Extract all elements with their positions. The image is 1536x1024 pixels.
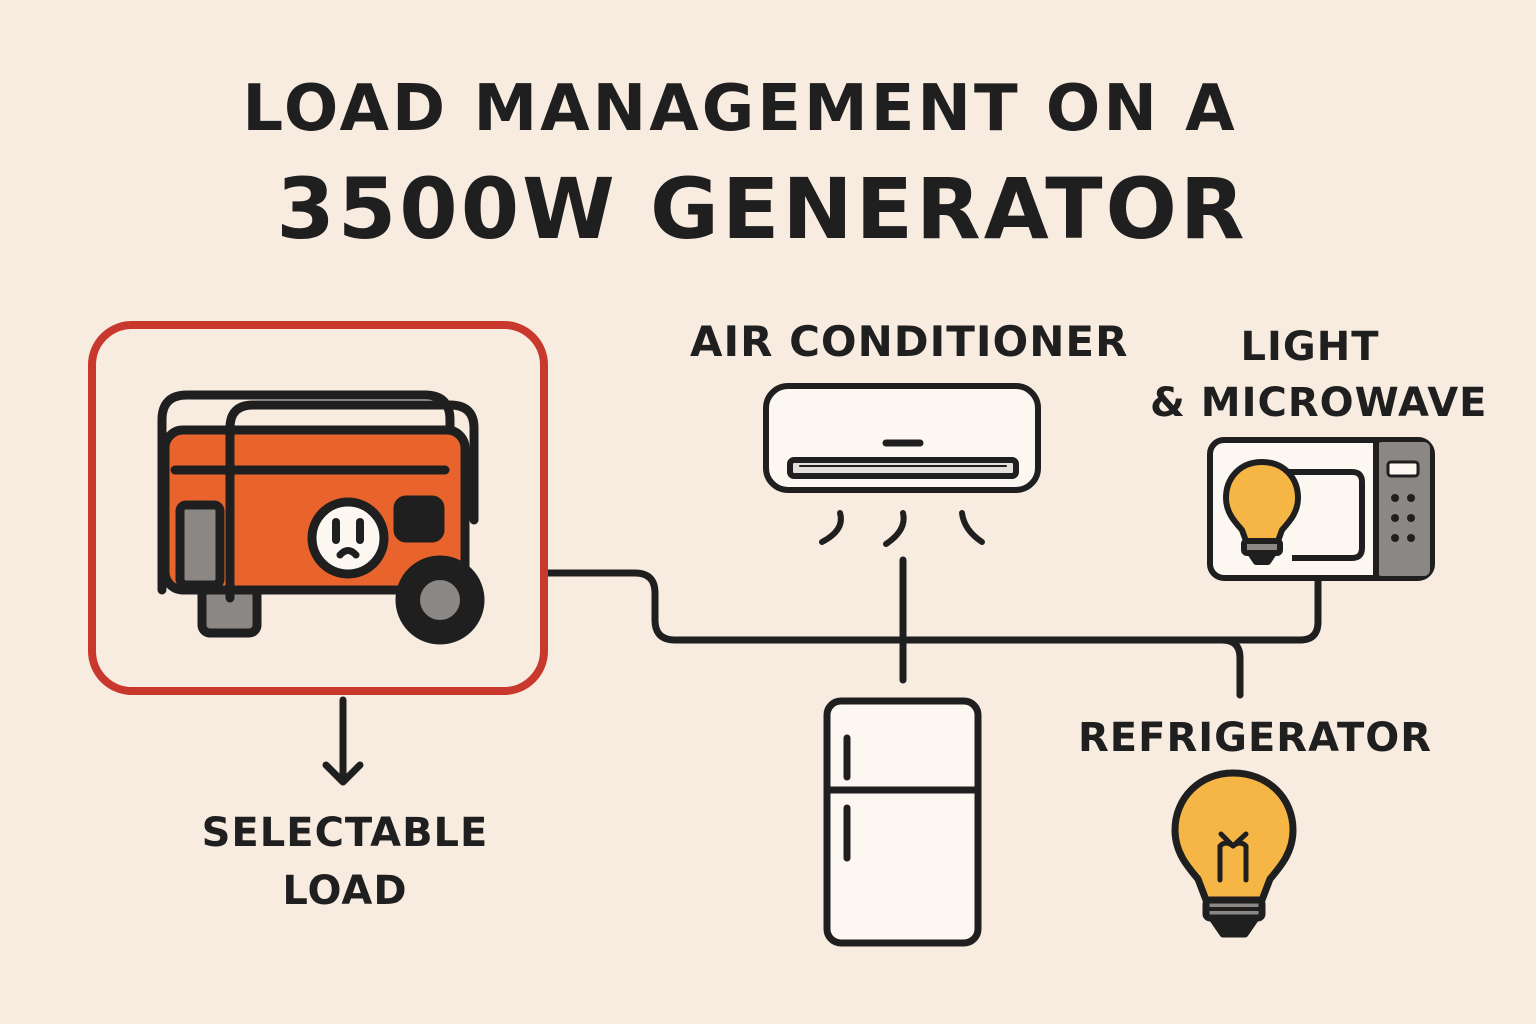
light-microwave-label: LIGHT & MICROWAVE bbox=[1150, 319, 1488, 431]
selectable-load-label-line-2: LOAD bbox=[282, 868, 408, 914]
wiring bbox=[322, 556, 1322, 786]
generator-icon bbox=[157, 390, 485, 645]
light-bulb-icon bbox=[1223, 459, 1301, 565]
light-bulb-icon bbox=[1171, 769, 1297, 938]
refrigerator-label: REFRIGERATOR bbox=[1078, 715, 1433, 761]
title-line-2: 3500W GENERATOR bbox=[276, 160, 1248, 258]
selectable-load-frame[interactable] bbox=[88, 321, 548, 695]
air-conditioner-label: AIR CONDITIONER bbox=[690, 317, 1129, 366]
refrigerator-icon bbox=[823, 697, 982, 947]
air-conditioner-icon bbox=[763, 383, 1041, 547]
microwave-icon bbox=[1207, 437, 1435, 581]
outlet-icon bbox=[307, 497, 389, 579]
light-microwave-label-line-1: LIGHT bbox=[1240, 324, 1380, 370]
selectable-load-label-line-1: SELECTABLE bbox=[201, 810, 489, 856]
wire-generator-to-bus bbox=[544, 569, 1322, 644]
wire-refrigerator-branch bbox=[1218, 636, 1244, 699]
selectable-load-label: SELECTABLE LOAD bbox=[180, 804, 510, 920]
light-microwave-label-line-2: & MICROWAVE bbox=[1150, 380, 1488, 426]
title-line-1: LOAD MANAGEMENT ON A bbox=[242, 72, 1238, 146]
arrow-down-icon bbox=[322, 761, 364, 786]
